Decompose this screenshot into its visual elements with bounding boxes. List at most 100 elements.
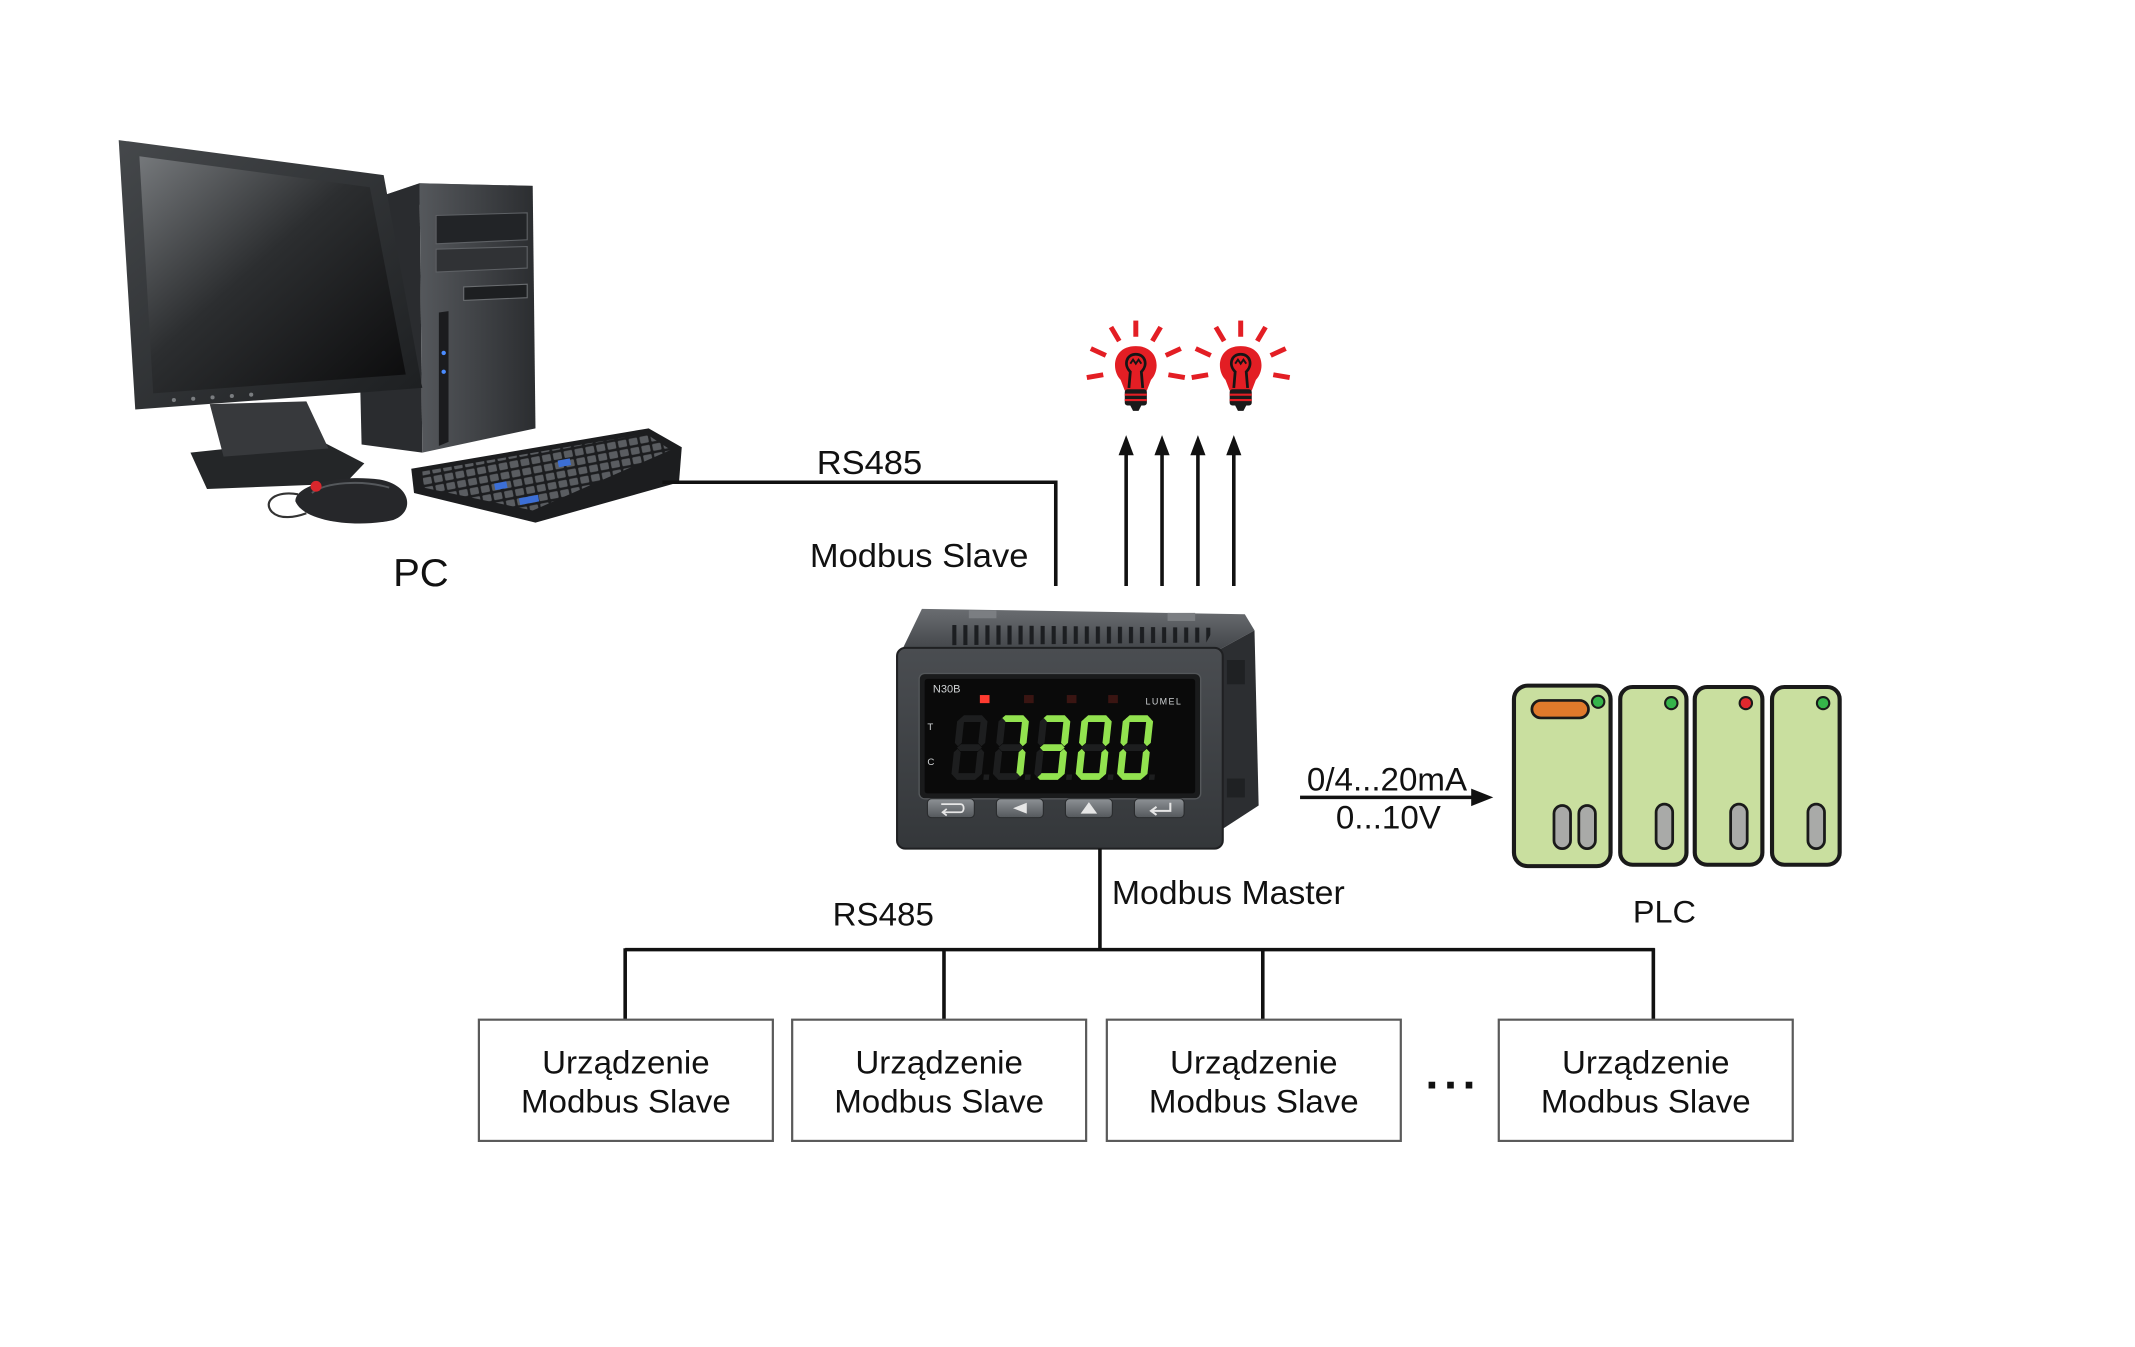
plc-slot bbox=[1577, 804, 1597, 850]
meter-button-enter bbox=[1133, 798, 1185, 819]
display-segment bbox=[998, 744, 1024, 751]
rs485-bus bbox=[623, 848, 1656, 1020]
plc-display-bar bbox=[1530, 699, 1590, 720]
bulb-tip bbox=[1235, 405, 1247, 411]
bus-interface: RS485 bbox=[833, 896, 934, 933]
pc-illustration bbox=[118, 140, 682, 524]
pc-link-role: Modbus Slave bbox=[810, 537, 1029, 575]
output-arrow bbox=[1190, 435, 1206, 586]
panel-meter: N30B LUMEL T C bbox=[896, 608, 1259, 850]
activity-led bbox=[441, 369, 446, 374]
plc-icon bbox=[1511, 683, 1842, 869]
display-segment bbox=[1057, 748, 1067, 778]
optical-drive bbox=[435, 212, 528, 245]
analog-voltage-range: 0...10V bbox=[1336, 799, 1441, 836]
display-segment bbox=[960, 715, 986, 722]
monitor-button bbox=[210, 395, 215, 400]
display-decimal-point bbox=[983, 774, 990, 780]
plc-io-module bbox=[1769, 684, 1842, 867]
light-ray bbox=[1191, 372, 1209, 380]
display-segment bbox=[1061, 717, 1071, 747]
display-segment bbox=[954, 717, 965, 747]
bus-role: Modbus Master bbox=[1112, 875, 1345, 912]
output-arrow bbox=[1226, 435, 1242, 586]
arrow-head bbox=[1154, 435, 1170, 456]
bulb-filament bbox=[1229, 352, 1252, 389]
pc-mouse bbox=[267, 478, 408, 524]
display-segment bbox=[1039, 744, 1065, 751]
display-segment bbox=[1036, 773, 1062, 780]
arrow-head bbox=[1226, 435, 1242, 456]
slave-label-line1: Urządzenie bbox=[542, 1044, 709, 1081]
meter-led bbox=[979, 695, 990, 704]
slave-box-frame bbox=[477, 1018, 774, 1142]
bulb-filament bbox=[1125, 352, 1147, 389]
display-segment bbox=[1019, 717, 1029, 747]
enter-arrow-icon bbox=[1149, 802, 1172, 816]
pc-keyboard bbox=[411, 428, 682, 523]
plc-module-body bbox=[1692, 684, 1765, 867]
light-ray bbox=[1194, 346, 1212, 358]
button-face bbox=[926, 798, 975, 819]
slave-label-line1: Urządzenie bbox=[855, 1044, 1022, 1081]
display-segment bbox=[995, 773, 1021, 780]
left-arrow-icon bbox=[1012, 802, 1027, 814]
meter-brand: LUMEL bbox=[1145, 697, 1182, 707]
slave-label-line2: Modbus Slave bbox=[1541, 1083, 1751, 1120]
display-segment bbox=[1120, 717, 1130, 747]
up-arrow-icon bbox=[1080, 802, 1098, 814]
plc-slot bbox=[1729, 802, 1749, 850]
display-segment bbox=[1078, 773, 1103, 780]
light-ray bbox=[1213, 325, 1227, 343]
display-digit bbox=[992, 715, 1031, 780]
blue-key bbox=[518, 494, 540, 506]
mouse-cable bbox=[267, 492, 307, 519]
bulb-base bbox=[1229, 389, 1252, 406]
plc-io-module bbox=[1692, 684, 1765, 867]
plc-label: PLC bbox=[1633, 894, 1696, 930]
display-decimal-point bbox=[1107, 774, 1114, 780]
bulb-tip bbox=[1130, 405, 1142, 411]
slave-device-box: Urządzenie Modbus Slave bbox=[477, 1018, 774, 1142]
plc-status-led bbox=[1664, 696, 1679, 711]
display-digit bbox=[1117, 715, 1155, 780]
display-segment bbox=[1075, 748, 1085, 778]
display-segment bbox=[953, 773, 979, 780]
pc-link-interface: RS485 bbox=[817, 445, 922, 483]
pc-rs485-wire bbox=[662, 480, 1058, 586]
plc-status-led bbox=[1590, 694, 1606, 709]
slave-label-line2: Modbus Slave bbox=[521, 1083, 731, 1120]
bulb-glass bbox=[1115, 346, 1157, 391]
output-arrow bbox=[1154, 435, 1170, 586]
slave-box-frame bbox=[1105, 1018, 1402, 1142]
plc-slot bbox=[1552, 804, 1572, 850]
plc-module-body bbox=[1618, 684, 1689, 867]
light-ray bbox=[1150, 325, 1163, 343]
light-ray bbox=[1164, 346, 1182, 358]
power-led bbox=[441, 350, 446, 356]
display-digit bbox=[1034, 715, 1073, 780]
display-decimal-point bbox=[1148, 774, 1155, 780]
plc-io-module bbox=[1618, 684, 1689, 867]
loop-arrow-icon bbox=[941, 803, 965, 817]
slave-label-line1: Urządzenie bbox=[1562, 1044, 1729, 1081]
slave-box-frame bbox=[791, 1018, 1088, 1142]
display-segment bbox=[1079, 717, 1089, 747]
display-segment bbox=[978, 717, 988, 747]
monitor-button bbox=[229, 393, 234, 399]
meter-clip bbox=[1167, 612, 1196, 621]
light-bulb-icon bbox=[1191, 320, 1291, 411]
blue-key bbox=[494, 481, 508, 491]
display-segment bbox=[1122, 744, 1148, 751]
display-decimal-point bbox=[1024, 774, 1031, 780]
monitor-button bbox=[191, 396, 196, 401]
display-segment bbox=[1016, 748, 1026, 778]
display-segment bbox=[1084, 715, 1110, 722]
output-arrow bbox=[1118, 435, 1134, 586]
slave-label-line2: Modbus Slave bbox=[834, 1083, 1044, 1120]
plc-cpu-module bbox=[1511, 683, 1613, 869]
drive-bay bbox=[435, 245, 528, 273]
light-bulb-icon bbox=[1086, 320, 1186, 411]
meter-led bbox=[1024, 695, 1034, 704]
slave-box-frame bbox=[1497, 1018, 1794, 1142]
